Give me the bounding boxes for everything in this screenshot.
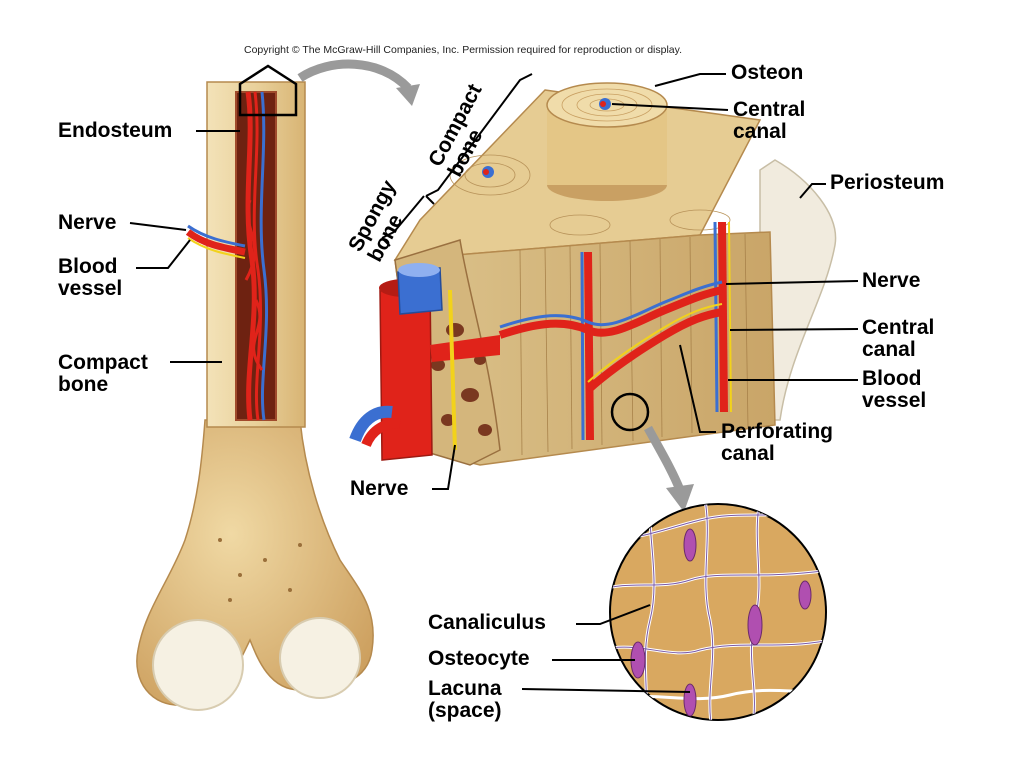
label-perforating-canal: Perforating canal <box>721 420 834 465</box>
label-osteocyte: Osteocyte <box>428 647 530 670</box>
bracket-compact <box>425 73 533 205</box>
label-canaliculus: Canaliculus <box>428 611 546 634</box>
magnify-circle-source <box>610 392 650 432</box>
label-blood-vessel-left: Blood vessel <box>58 255 123 300</box>
zoom-arrow-top <box>297 59 412 92</box>
label-osteon: Osteon <box>731 61 804 84</box>
label-lacuna: Lacuna (space) <box>428 677 502 722</box>
label-periosteum: Periosteum <box>830 171 945 194</box>
zoom-arrow-bottom <box>644 425 685 492</box>
section-box <box>238 64 298 117</box>
label-nerve-left: Nerve <box>58 211 117 234</box>
label-central-canal-right: Central canal <box>862 316 935 361</box>
condyle-left <box>152 619 244 711</box>
leader-lines <box>129 73 859 693</box>
label-endosteum: Endosteum <box>58 119 173 142</box>
compact-bone-block <box>349 82 837 466</box>
periosteum-flap <box>759 159 837 421</box>
bracket-spongy <box>381 195 425 247</box>
label-compact-bone-left: Compact bone <box>58 351 148 396</box>
copyright-notice: Copyright © The McGraw-Hill Companies, I… <box>244 44 683 56</box>
label-nerve-right: Nerve <box>862 269 921 292</box>
long-bone <box>136 64 374 711</box>
condyle-right <box>279 617 361 699</box>
magnified-osteocytes <box>609 503 827 721</box>
label-central-canal-top: Central canal <box>733 98 806 143</box>
label-blood-vessel-right: Blood vessel <box>862 367 927 412</box>
label-nerve-bottom: Nerve <box>350 477 409 500</box>
